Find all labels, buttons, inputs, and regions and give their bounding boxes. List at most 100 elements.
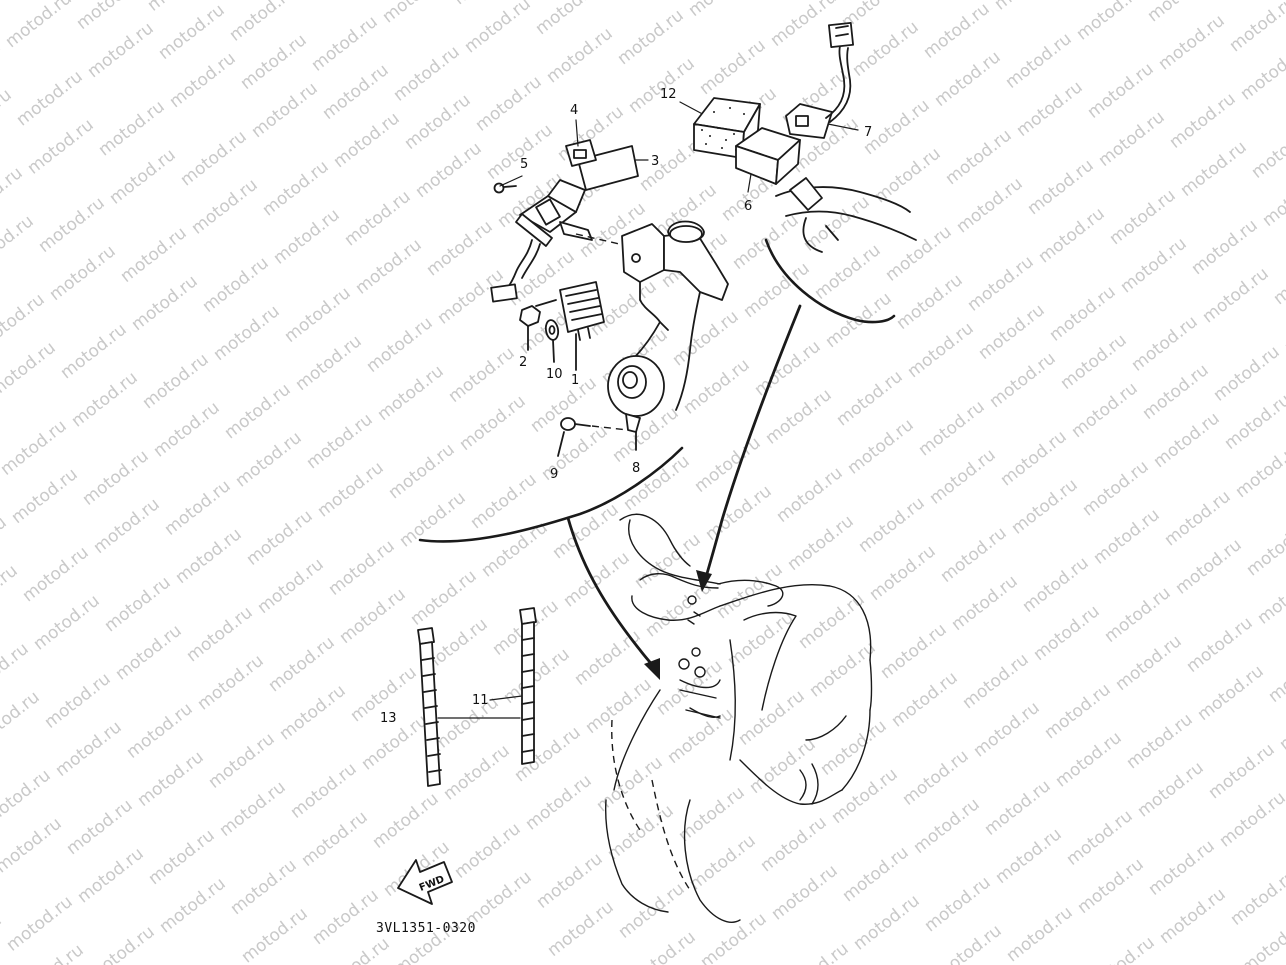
watermark-text: motod.ru (500, 644, 574, 708)
watermark-text: motod.ru (849, 17, 923, 81)
watermark-text: motod.ru (139, 350, 213, 414)
watermark-text: motod.ru (866, 541, 940, 605)
watermark-text: motod.ru (314, 458, 388, 522)
watermark-text: motod.ru (46, 241, 120, 305)
watermark-text: motod.ru (1134, 758, 1208, 822)
watermark-text: motod.ru (188, 175, 262, 239)
watermark-text: motod.ru (363, 313, 437, 377)
watermark-text: motod.ru (768, 861, 842, 925)
watermark-text: motod.ru (1085, 933, 1159, 965)
watermark-text: motod.ru (205, 729, 279, 793)
relay-assembly (693, 22, 917, 253)
watermark-text: motod.ru (8, 464, 82, 528)
watermark-text: motod.ru (921, 873, 995, 937)
watermark-text: motod.ru (970, 698, 1044, 762)
regulator-part-1 (559, 281, 605, 371)
watermark-text: motod.ru (1117, 234, 1191, 298)
watermark-text: motod.ru (134, 747, 208, 811)
watermark-text: motod.ru (30, 591, 104, 655)
watermark-text: motod.ru (806, 638, 880, 702)
watermark-text: motod.ru (423, 217, 497, 281)
watermark-text: motod.ru (1155, 11, 1229, 75)
callout-6: 6 (744, 199, 752, 214)
callout-1: 1 (571, 373, 579, 388)
watermark-text: motod.ru (593, 753, 667, 817)
watermark-text: motod.ru (177, 127, 251, 191)
watermark-text: motod.ru (238, 904, 312, 965)
watermark-text: motod.ru (920, 0, 994, 63)
watermark-text: motod.ru (0, 416, 71, 480)
watermark-text: motod.ru (1139, 360, 1213, 424)
watermark-text: motod.ru (95, 97, 169, 161)
watermark-text: motod.ru (1265, 643, 1286, 707)
watermark-text: motod.ru (1194, 661, 1268, 725)
washer-part-10 (544, 319, 560, 363)
watermark-text: motod.ru (1035, 204, 1109, 268)
watermark-text: motod.ru (614, 5, 688, 69)
callout-9: 9 (550, 467, 558, 482)
watermark-text: motod.ru (1156, 884, 1230, 948)
watermark-text: motod.ru (1002, 29, 1076, 93)
watermark-text: motod.ru (975, 300, 1049, 364)
watermark-text: motod.ru (817, 716, 891, 780)
watermark-text: motod.ru (948, 571, 1022, 635)
watermark-text: motod.ru (784, 511, 858, 575)
watermark-text: motod.ru (237, 30, 311, 94)
watermark-text: motod.ru (0, 814, 66, 878)
watermark-text: motod.ru (0, 561, 22, 625)
watermark-text: motod.ru (276, 681, 350, 745)
watermark-text: motod.ru (779, 939, 853, 965)
cable-tie-part-13 (417, 627, 442, 787)
watermark-text: motod.ru (374, 361, 448, 425)
callout-8: 8 (632, 461, 640, 476)
watermark-text: motod.ru (41, 669, 115, 733)
watermark-text: motod.ru (19, 543, 93, 607)
watermark-text: motod.ru (451, 819, 525, 883)
watermark-text: motod.ru (308, 12, 382, 76)
watermark-text: motod.ru (259, 157, 333, 221)
watermark-text: motod.ru (1030, 601, 1104, 665)
watermark-text: motod.ru (680, 355, 754, 419)
watermark-text: motod.ru (79, 446, 153, 510)
watermark-text: motod.ru (904, 318, 978, 382)
watermark-text: motod.ru (811, 240, 885, 304)
watermark-text: motod.ru (696, 35, 770, 99)
watermark-text: motod.ru (926, 445, 1000, 509)
watermark-text: motod.ru (735, 686, 809, 750)
watermark-text: motod.ru (298, 807, 372, 871)
watermark-text: motod.ru (24, 115, 98, 179)
main-switch-assembly (490, 139, 639, 303)
watermark-text: motod.ru (762, 385, 836, 449)
watermark-text: motod.ru (13, 67, 87, 131)
watermark-text: motod.ru (1227, 866, 1286, 930)
watermark-text: motod.ru (669, 307, 743, 371)
watermark-text: motod.ru (445, 343, 519, 407)
watermark-text: motod.ru (156, 874, 230, 938)
watermark-text: motod.ru (959, 650, 1033, 714)
callout-5: 5 (520, 157, 528, 172)
watermark-text: motod.ru (1123, 710, 1197, 774)
watermark-text: motod.ru (379, 0, 453, 27)
watermark-text: motod.ru (631, 530, 705, 594)
watermark-text: motod.ru (992, 824, 1066, 888)
watermark-text: motod.ru (35, 193, 109, 257)
watermark-text: motod.ru (369, 789, 443, 853)
watermark-text: motod.ru (844, 415, 918, 479)
watermark-text: motod.ru (1161, 487, 1235, 551)
watermark-text: motod.ru (888, 668, 962, 732)
watermark-text: motod.ru (899, 746, 973, 810)
watermark-text: motod.ru (1177, 137, 1251, 201)
watermark-text: motod.ru (52, 717, 126, 781)
mounting-bracket (621, 220, 729, 411)
watermark-text: motod.ru (0, 687, 44, 751)
watermark-text: motod.ru (2, 0, 76, 52)
watermark-text: motod.ru (3, 892, 77, 956)
callout-13: 13 (380, 711, 397, 726)
watermark-text: motod.ru (1172, 535, 1246, 599)
watermark-text: motod.ru (467, 470, 541, 534)
watermark-text: motod.ru (84, 18, 158, 82)
watermark-text: motod.ru (746, 734, 820, 798)
watermark-text: motod.ru (57, 320, 131, 384)
watermark-text: motod.ru (106, 145, 180, 209)
watermark-text: motod.ru (839, 843, 913, 907)
